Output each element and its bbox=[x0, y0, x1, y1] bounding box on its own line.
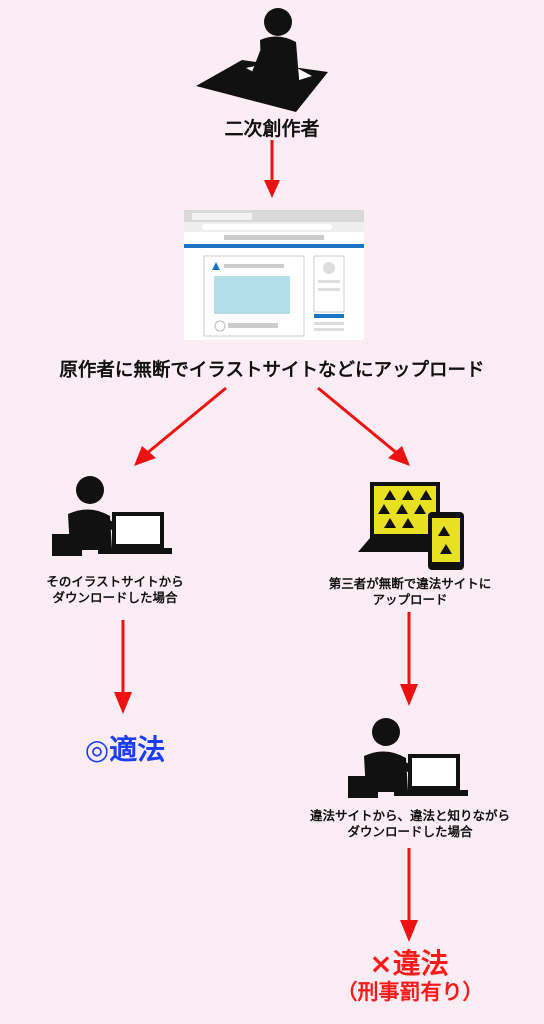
browser-page-icon bbox=[184, 210, 364, 340]
arrow-down bbox=[264, 140, 280, 198]
upload-label: 原作者に無断でイラストサイトなどにアップロード bbox=[59, 360, 485, 381]
arrow-down-left bbox=[114, 620, 132, 714]
person-laptop-icon bbox=[348, 718, 468, 798]
legal-result: ◎適法 bbox=[84, 733, 166, 766]
illegal-result: ×違法 bbox=[369, 947, 449, 980]
arrow-right bbox=[317, 386, 410, 466]
illegal-result-sub: （刑事罰有り） bbox=[336, 980, 484, 1004]
warning-devices-icon bbox=[358, 482, 464, 570]
person-drawing-icon bbox=[196, 8, 328, 112]
person-laptop-icon bbox=[52, 476, 172, 556]
right-download-label: 違法サイトから、違法と知りながら ダウンロードした場合 bbox=[309, 808, 510, 839]
arrow-down-right bbox=[400, 612, 418, 706]
arrow-down-final bbox=[400, 848, 418, 942]
arrow-left bbox=[134, 386, 227, 466]
left-case-label: そのイラストサイトから ダウンロードした場合 bbox=[46, 574, 184, 605]
right-case-label: 第三者が無断で違法サイトに アップロード bbox=[328, 576, 492, 607]
creator-label: 二次創作者 bbox=[224, 118, 320, 140]
